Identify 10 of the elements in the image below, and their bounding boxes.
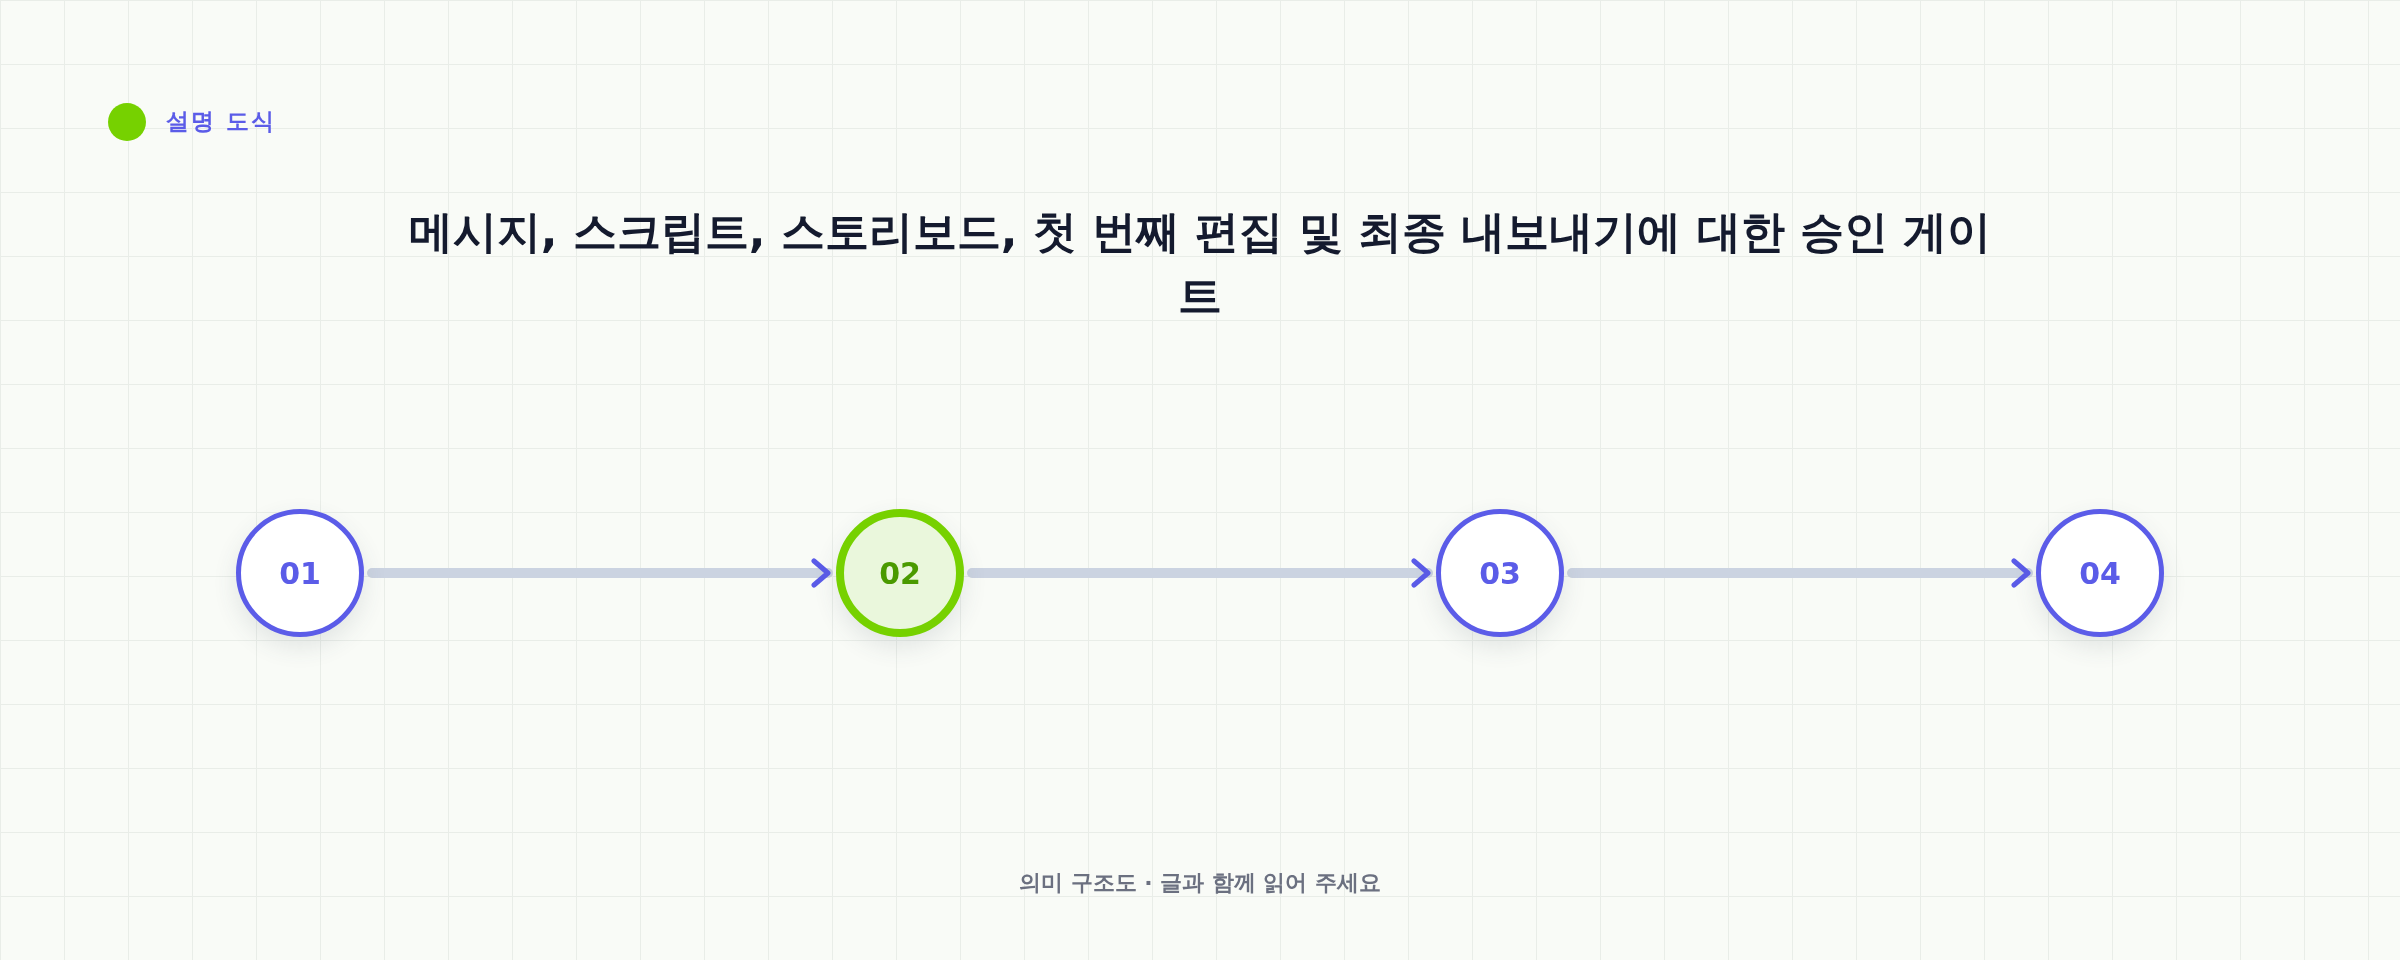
step-circle: 01 (236, 509, 364, 637)
step-circle: 03 (1436, 509, 1564, 637)
step-circle: 02 (836, 509, 964, 637)
arrow (967, 558, 1433, 588)
title: 메시지, 스크립트, 스토리보드, 첫 번째 편집 및 최종 내보내기에 대한 승인 게이트 (407, 205, 1993, 323)
caption: 의미 구조도 · 글과 함께 읽어 주세요 (1017, 869, 1383, 897)
step-circle: 04 (2036, 509, 2164, 637)
badge-label: 설명 도식 (166, 107, 276, 136)
arrow (367, 558, 833, 588)
arrow (1567, 558, 2033, 588)
